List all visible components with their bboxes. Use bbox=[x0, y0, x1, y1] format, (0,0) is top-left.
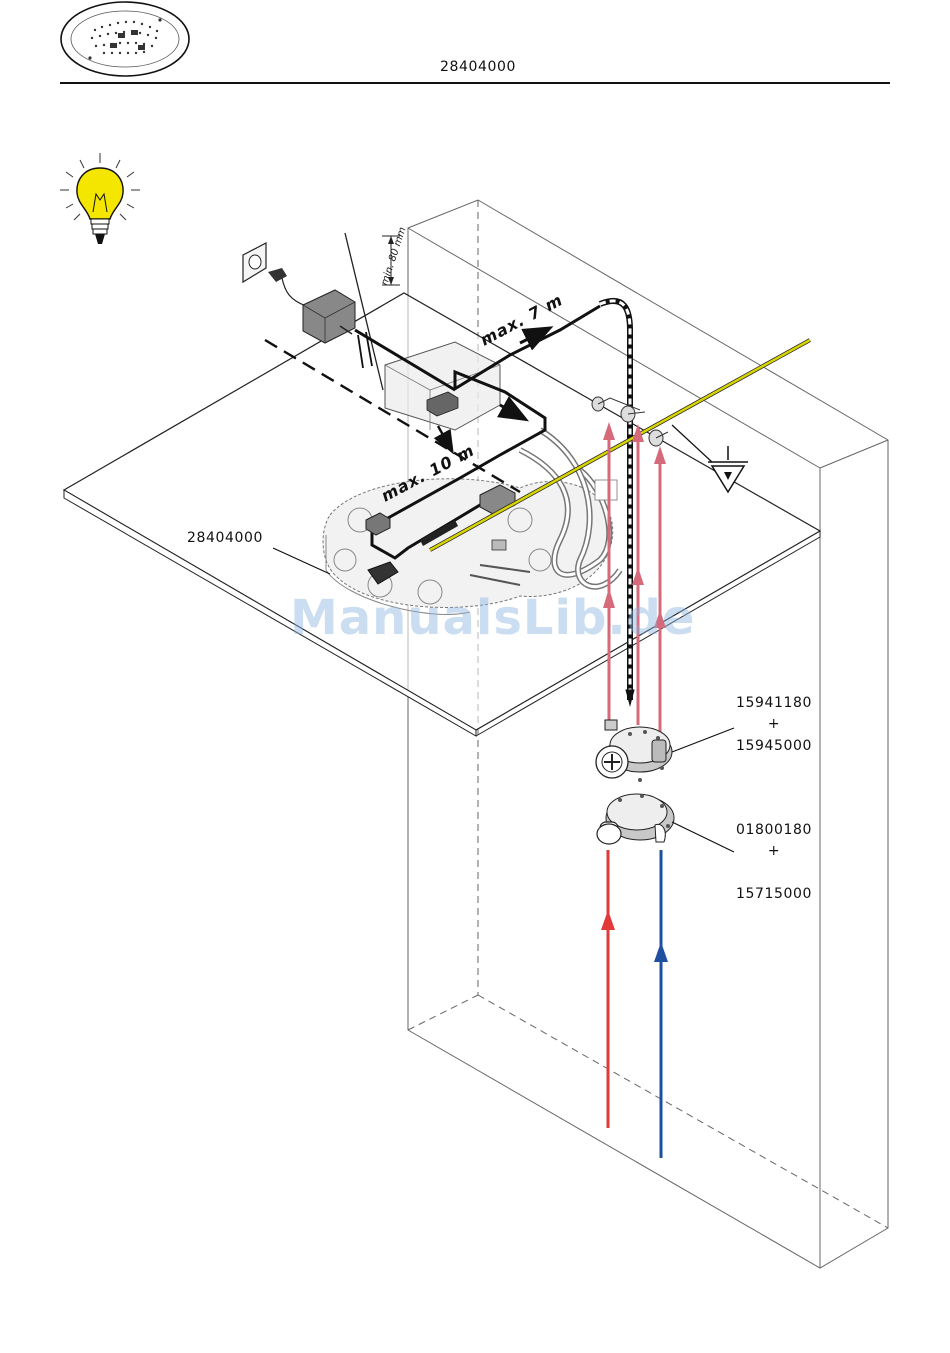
mixer-valve-icon bbox=[596, 720, 674, 844]
min-height-dimension: min. 80 mm bbox=[379, 226, 408, 287]
leader-line-mixer-top bbox=[672, 728, 734, 752]
min-height-label: min. 80 mm bbox=[379, 226, 408, 287]
mixer-top-part-1: 15941180 bbox=[734, 695, 814, 711]
watermark: ManualsLib.de bbox=[290, 590, 695, 646]
mixer-bottom-plus: + bbox=[734, 843, 814, 859]
hot-water-supply bbox=[601, 850, 615, 1128]
mixer-top-part-2: 15945000 bbox=[734, 738, 814, 754]
leader-line-mixer-bottom bbox=[672, 822, 734, 852]
mixer-bottom-part-1: 01800180 bbox=[734, 822, 814, 838]
power-socket-icon bbox=[243, 243, 306, 306]
shower-head-icon bbox=[61, 2, 189, 76]
cold-water-supply bbox=[654, 850, 668, 1158]
mixer-bottom-part-2: 15715000 bbox=[734, 886, 814, 902]
mixer-top-plus: + bbox=[734, 716, 814, 732]
light-bulb-icon bbox=[60, 153, 140, 244]
overhead-shower-part-number: 28404000 bbox=[187, 530, 263, 546]
